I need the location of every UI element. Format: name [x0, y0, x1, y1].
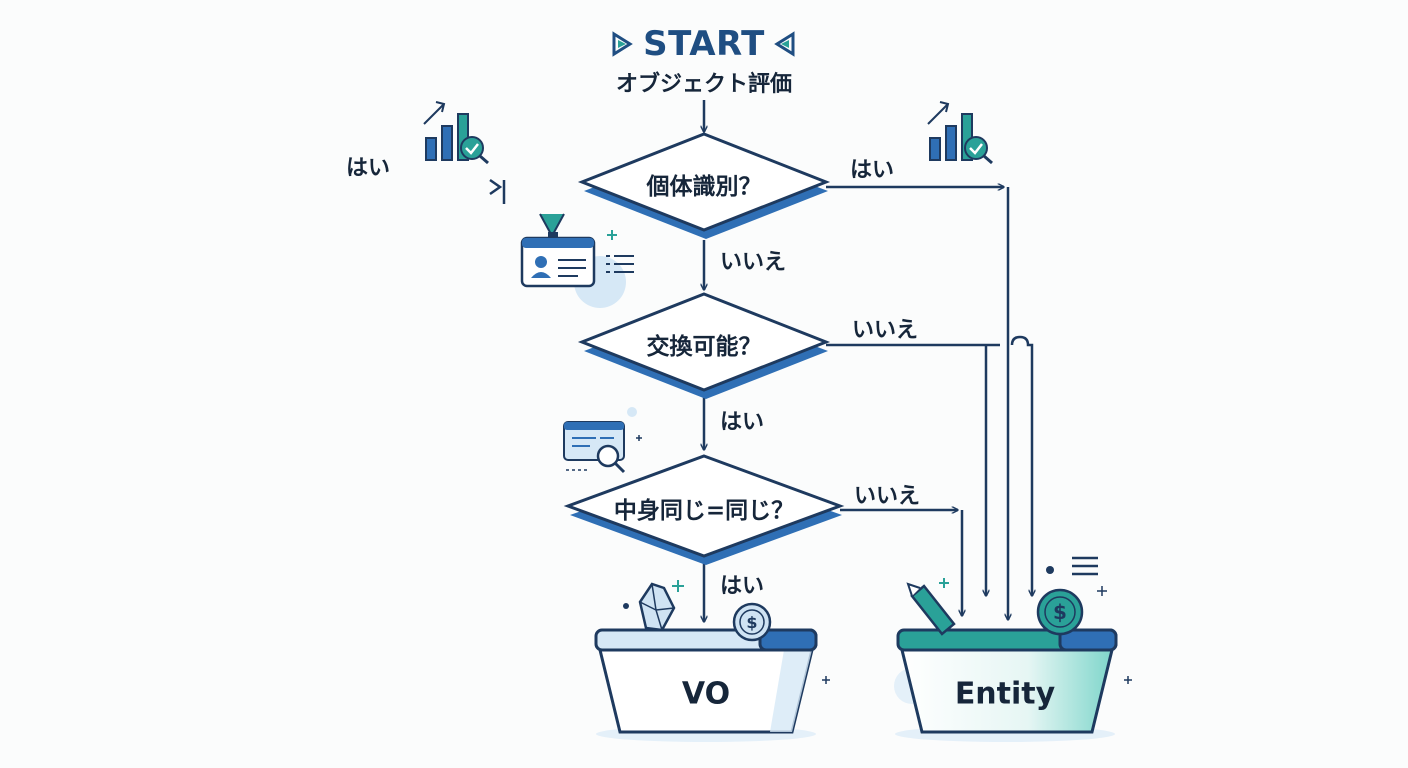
edge-label-exchange-no: いいえ: [852, 318, 919, 343]
decision-identity-label: 個体識別？: [646, 174, 762, 200]
edge-label-content-no: いいえ: [854, 484, 921, 509]
start-marker-left-icon: [612, 31, 633, 57]
pencil-icon: [906, 578, 956, 636]
start-label: START: [643, 24, 765, 64]
evaluation-title: オブジェクト評価: [615, 72, 793, 97]
svg-text:$: $: [746, 613, 757, 632]
edge-label-incoming-yes: はい: [346, 156, 391, 181]
start-marker-right-icon: [774, 31, 795, 57]
decision-same-content: [563, 454, 845, 565]
decision-identity: [577, 132, 831, 239]
decision-exchangeable: [577, 292, 831, 399]
edge-label-identity-no: いいえ: [720, 250, 787, 275]
svg-text:$: $: [1053, 600, 1067, 624]
edge-label-content-yes: はい: [720, 574, 765, 599]
decision-exchangeable-label: 交換可能？: [646, 334, 762, 360]
edge-label-exchange-yes: はい: [720, 410, 765, 435]
search-doc-icon: [563, 407, 642, 474]
crystal-icon: [623, 580, 684, 632]
arrow-exchange-no-hop: [1010, 335, 1032, 596]
chart-check-icon: [423, 101, 489, 165]
vo-label: VO: [681, 676, 731, 712]
coin-icon: $: [1036, 566, 1107, 636]
coin-icon: $: [732, 602, 772, 642]
edge-label-identity-yes: はい: [850, 158, 895, 183]
decision-same-content-label: 中身同じ=同じ？: [613, 498, 795, 524]
id-card-icon: [520, 213, 634, 308]
entity-label: Entity: [954, 676, 1056, 712]
chart-check-icon: [927, 101, 993, 165]
entity-bin: [894, 628, 1118, 742]
menu-lines-icon: [1072, 556, 1098, 576]
